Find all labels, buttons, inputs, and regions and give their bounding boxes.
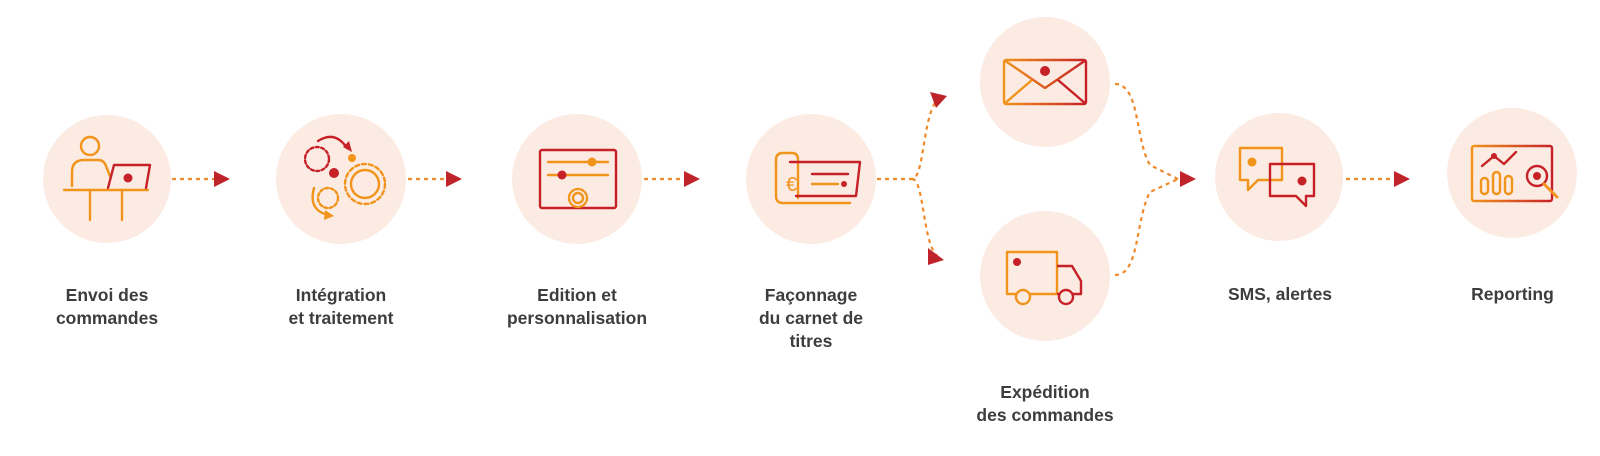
arrowhead-upper [930, 92, 947, 108]
label-edition: Edition et personnalisation [477, 284, 677, 330]
label-envoi: Envoi des commandes [32, 284, 182, 330]
label-reporting: Reporting [1440, 283, 1585, 306]
cheque-scroll-icon: € [774, 151, 862, 205]
arrowhead-lower [928, 248, 944, 265]
envelope-icon [1002, 58, 1088, 106]
circle-envoi [43, 115, 171, 243]
label-expedition: Expédition des commandes [945, 381, 1145, 427]
circle-reporting [1447, 108, 1577, 238]
arrowhead-1 [214, 171, 230, 187]
circle-integration [276, 114, 406, 244]
arrowhead-merge [1180, 171, 1196, 187]
svg-text:€: € [786, 174, 797, 196]
circle-truck [980, 211, 1110, 341]
label-faconnage-line-3: titres [789, 331, 833, 351]
label-expedition-line-2: des commandes [976, 405, 1114, 425]
chat-bubbles-icon [1238, 146, 1316, 208]
label-sms: SMS, alertes [1195, 283, 1365, 306]
circles [43, 17, 1577, 341]
circle-faconnage [746, 114, 876, 244]
document-settings-icon [538, 148, 618, 210]
label-faconnage: Façonnage du carnet de titres [726, 284, 896, 353]
label-edition-line-2: personnalisation [506, 308, 648, 328]
label-faconnage-line-1: Façonnage [764, 285, 858, 305]
truck-icon [1005, 250, 1083, 306]
arrowhead-3 [684, 171, 700, 187]
label-envoi-line-2: commandes [55, 308, 159, 328]
circle-edition [512, 114, 642, 244]
circle-envelope [980, 17, 1110, 147]
label-envoi-line-1: Envoi des [65, 285, 149, 305]
label-reporting-line-1: Reporting [1471, 284, 1554, 304]
person-laptop-icon [62, 135, 152, 222]
arrowhead-2 [446, 171, 462, 187]
gears-icon [303, 135, 387, 220]
label-integration: Intégration et traitement [256, 284, 426, 330]
label-faconnage-line-2: du carnet de [758, 308, 864, 328]
label-sms-line-1: SMS, alertes [1227, 284, 1333, 304]
label-edition-line-1: Edition et [537, 285, 617, 305]
label-expedition-line-1: Expédition [1000, 382, 1090, 402]
connector-4-split-lower [911, 177, 941, 260]
arrowheads [214, 92, 1410, 265]
circle-sms [1215, 113, 1343, 241]
arrowhead-6 [1394, 171, 1410, 187]
label-integration-line-1: Intégration [295, 285, 387, 305]
report-magnifier-icon [1470, 144, 1559, 203]
connectors [172, 82, 1396, 277]
connector-envelope-merge [1114, 82, 1179, 180]
label-integration-line-2: et traitement [288, 308, 394, 328]
connector-4-split [877, 96, 941, 181]
connector-truck-merge [1114, 178, 1179, 277]
